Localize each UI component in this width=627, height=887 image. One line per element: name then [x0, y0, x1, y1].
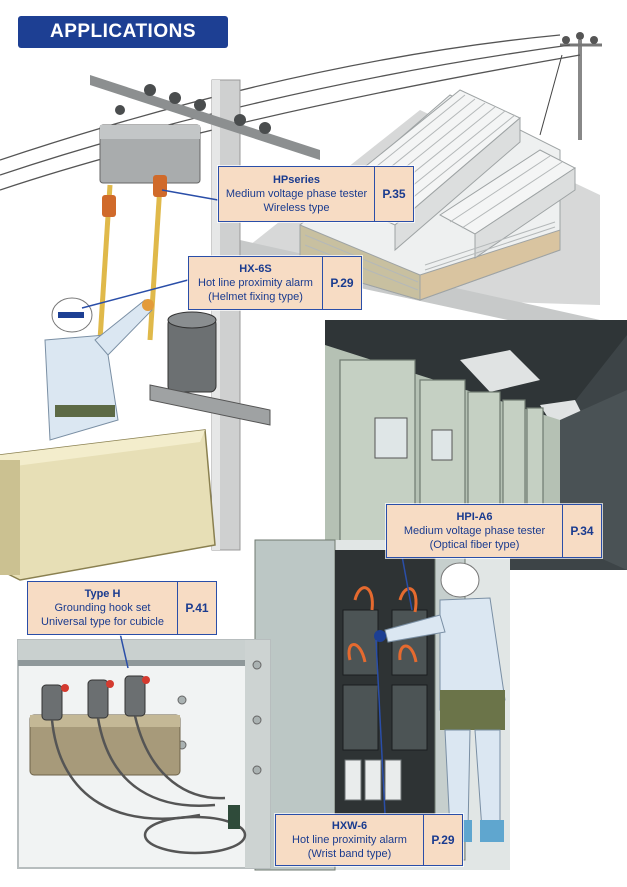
callout-hxw-6-line2: (Wrist band type) — [307, 848, 392, 860]
cubicle-worker — [374, 562, 506, 842]
callout-type-h-line1: Grounding hook set — [54, 602, 151, 614]
callout-hx-6s-line1: Hot line proximity alarm — [198, 277, 313, 289]
bucket-truck-basket — [0, 429, 216, 581]
callout-hxw-6: HXW-6 Hot line proximity alarm (Wrist ba… — [275, 814, 463, 866]
callout-hpi-a6-line1: Medium voltage phase tester — [403, 525, 546, 537]
callout-hp-series-name: HPseries — [272, 174, 321, 186]
callout-hpi-a6: HPI-A6 Medium voltage phase tester (Opti… — [386, 504, 602, 558]
grounding-hook-inset — [17, 639, 271, 869]
callout-type-h-name: Type H — [84, 588, 121, 600]
callout-type-h-page[interactable]: P.41 — [177, 582, 216, 634]
power-lines — [0, 34, 581, 191]
callout-hxw-6-name: HXW-6 — [331, 820, 368, 832]
callout-hx-6s: HX-6S Hot line proximity alarm (Helmet f… — [188, 256, 362, 310]
page-title-applications: APPLICATIONS — [18, 16, 228, 48]
callout-leader-lines — [81, 189, 413, 815]
callout-hx-6s-name: HX-6S — [239, 263, 272, 275]
callout-hx-6s-page[interactable]: P.29 — [322, 257, 361, 309]
callout-hp-series-line2: Wireless type — [263, 202, 330, 214]
callout-hxw-6-line1: Hot line proximity alarm — [292, 834, 407, 846]
lineman-worker — [44, 297, 154, 441]
switchgear-room — [325, 320, 627, 570]
callout-hp-series: HPseries Medium voltage phase tester Wir… — [218, 166, 414, 222]
callout-type-h: Type H Grounding hook set Universal type… — [27, 581, 217, 635]
callout-hp-series-line1: Medium voltage phase tester — [225, 188, 368, 200]
callout-hpi-a6-line2: (Optical fiber type) — [429, 539, 520, 551]
callout-hx-6s-line2: (Helmet fixing type) — [208, 291, 303, 303]
callout-hpi-a6-page[interactable]: P.34 — [562, 505, 601, 557]
callout-hpi-a6-name: HPI-A6 — [456, 511, 493, 523]
utility-pole — [90, 75, 320, 551]
callout-type-h-line2: Universal type for cubicle — [41, 616, 164, 628]
callout-hxw-6-page[interactable]: P.29 — [423, 815, 462, 865]
callout-hp-series-page[interactable]: P.35 — [374, 167, 413, 221]
